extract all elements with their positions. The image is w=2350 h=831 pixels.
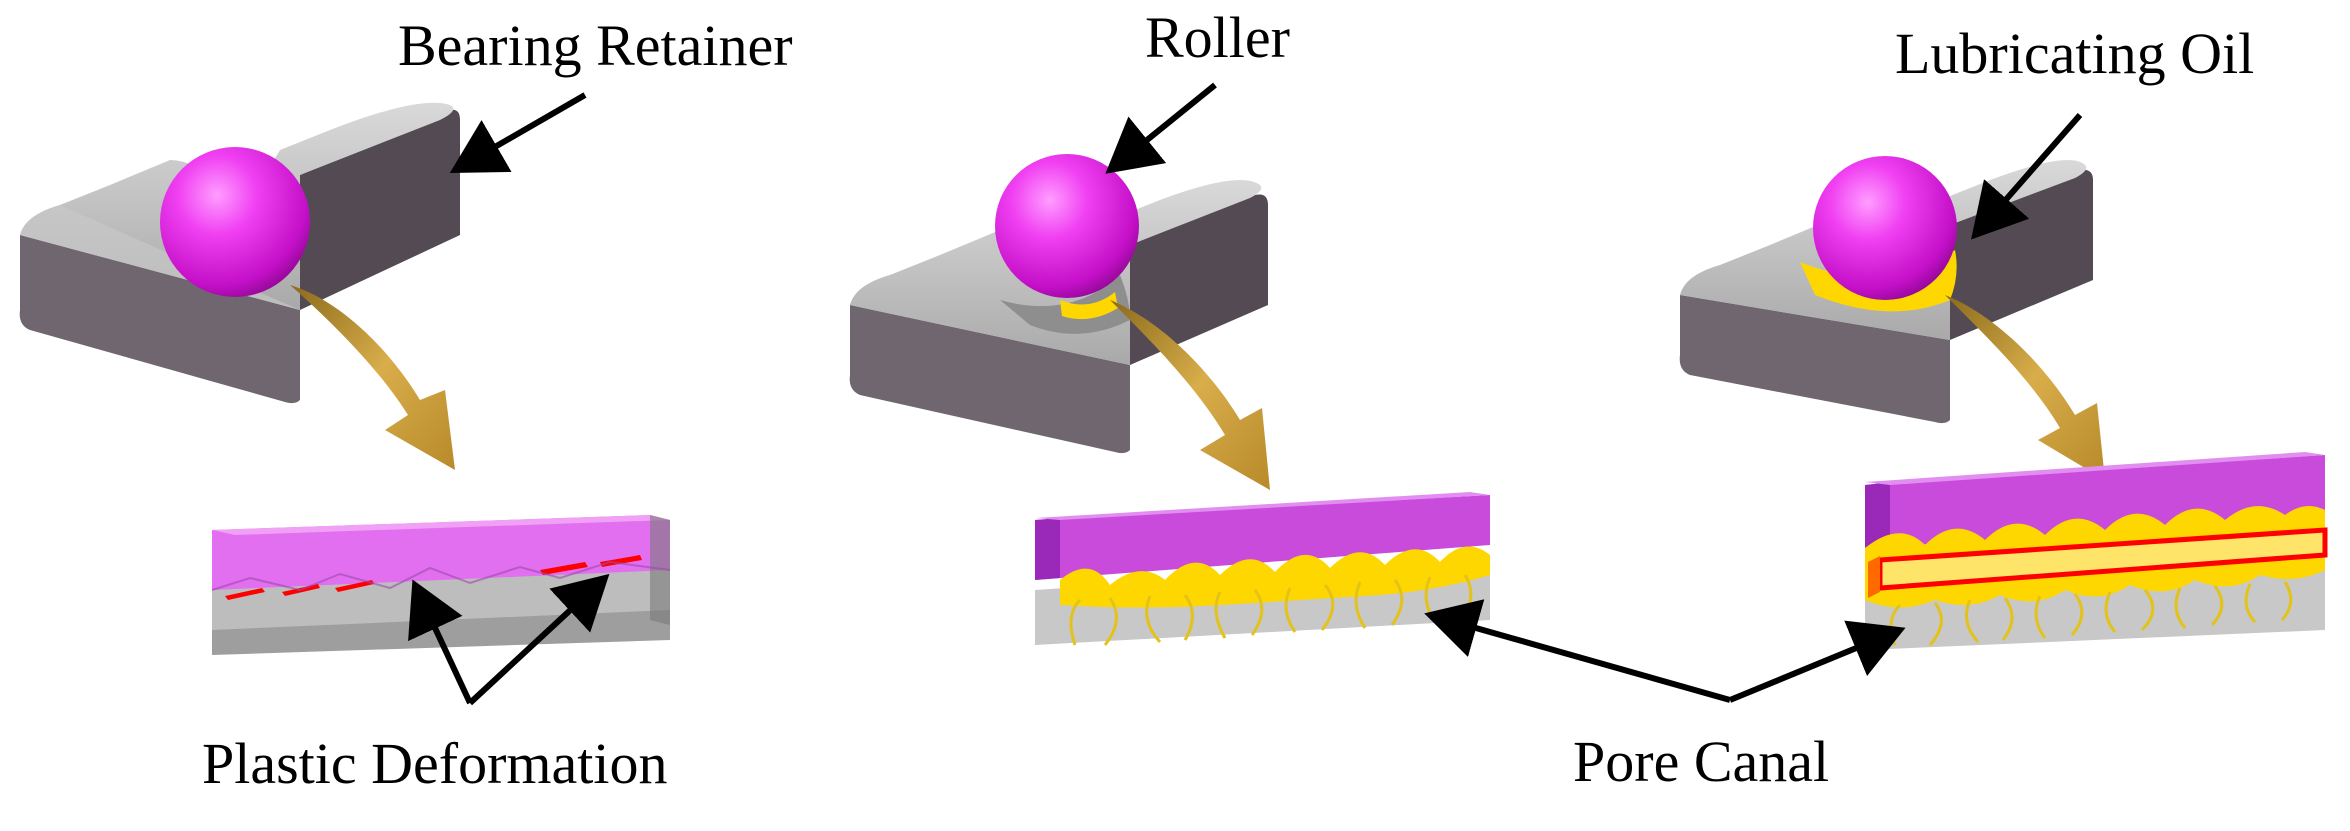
panel-3 [1679, 156, 2328, 650]
arrow-roller [1105, 82, 1217, 174]
arrow-pore-a [1424, 599, 1731, 703]
panel-2 [849, 154, 1490, 646]
cross-section-3 [1865, 452, 2328, 650]
flow-arrow-1 [290, 285, 455, 470]
flow-arrow-2 [1110, 300, 1270, 490]
arrow-pore-b [1728, 620, 1906, 703]
label-roller: Roller [1145, 5, 1290, 70]
roller-ball-2 [995, 154, 1139, 298]
arrow-bearing-retainer [449, 92, 587, 173]
label-bearing-retainer: Bearing Retainer [398, 13, 793, 78]
roller-ball-1 [160, 147, 310, 297]
label-pore-canal: Pore Canal [1573, 729, 1829, 794]
label-lubricating-oil: Lubricating Oil [1895, 21, 2254, 86]
arrow-deformation-a [408, 579, 473, 705]
label-plastic-deformation: Plastic Deformation [202, 731, 668, 796]
arrow-deformation-b [467, 573, 610, 706]
panel-1 [19, 102, 671, 655]
oil-layer-2 [1060, 546, 1490, 608]
pore-canals-2 [1069, 574, 1473, 646]
arrow-lubricating-oil [1971, 113, 2083, 240]
roller-ball-3 [1813, 156, 1957, 300]
cross-section-2 [1035, 492, 1490, 646]
pointer-arrows [408, 82, 2083, 706]
flow-arrow-3 [1945, 295, 2105, 480]
